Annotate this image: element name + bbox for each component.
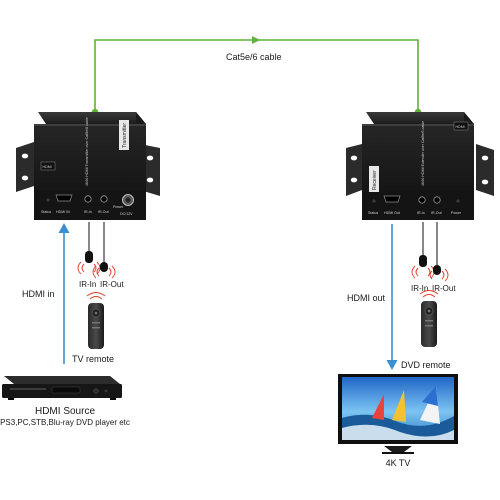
transmitter-status-led	[46, 198, 50, 202]
receiver-ir-in-jack	[418, 196, 426, 204]
hdmi-in-arrow	[58, 223, 70, 233]
tv-sail-2	[392, 390, 406, 422]
receiver-port-label-status: Status	[368, 211, 378, 215]
svg-text:Transmitter: Transmitter	[122, 123, 128, 148]
svg-text:HDMI: HDMI	[43, 165, 52, 169]
receiver-model-text: 4K60 HDMI Extender over Cat5e/6 cable	[421, 121, 425, 186]
transmitter-port-label-power: Power	[113, 205, 124, 209]
transmitter-ir-in-jack	[84, 195, 92, 203]
hdmi-source-player	[2, 376, 122, 400]
transmitter-ir-waves-out	[92, 265, 116, 279]
transmitter-ir-receiver-eye	[85, 251, 93, 263]
tv-remote: TV remote	[72, 292, 114, 364]
receiver-power-led	[456, 199, 460, 203]
receiver-port-label-ir-in: IR-In	[417, 211, 425, 215]
dvd-remote: DVD remote	[401, 290, 451, 370]
cat-cable: Cat5e/6 cable	[91, 36, 422, 116]
tv-remote-label: TV remote	[72, 354, 114, 364]
transmitter-top-face	[38, 112, 146, 124]
receiver-ir-waves-out	[429, 268, 449, 282]
transmitter-mount-ear-left	[16, 142, 34, 192]
tv-display	[338, 374, 458, 454]
source-title: HDMI Source	[35, 406, 95, 417]
transmitter-ir-emitter	[100, 262, 108, 272]
cat-cable-line	[94, 39, 419, 112]
receiver-hdmi-out-port	[383, 195, 401, 203]
receiver-side-tag: Receiver	[369, 166, 379, 192]
receiver-mount-ear-right	[476, 144, 494, 196]
transmitter-port-label-dc: DC/12V	[120, 212, 133, 216]
source-description: PS3,PC,STB,Blu-ray DVD player etc	[0, 418, 130, 427]
transmitter-port-label-hdmi: HDMI IN	[56, 210, 70, 214]
transmitter-port-label-status: Status	[41, 210, 51, 214]
receiver-ir-out-jack	[433, 196, 441, 204]
hdmi-in-signal: HDMI in	[22, 223, 70, 364]
svg-text:Receiver: Receiver	[372, 170, 378, 190]
tv-sail-1	[372, 394, 384, 420]
transmitter-port-label-ir-out: IR-Out	[98, 210, 109, 214]
transmitter-ir-out-label: IR-Out	[100, 280, 124, 289]
receiver-status-led	[372, 199, 376, 203]
transmitter-model-text: 4K60 HDMI Transmitter over Cat5e/6 cable	[85, 117, 89, 186]
transmitter-ir-out-jack	[100, 195, 108, 203]
hdmi-out-arrow	[386, 360, 398, 370]
tv-remote-waves	[86, 292, 106, 300]
cable-direction-arrow	[252, 36, 260, 44]
receiver-ir-cables: IR-In IR-Out	[411, 222, 456, 293]
receiver-ir-out-label: IR-Out	[432, 284, 456, 293]
cable-label: Cat5e/6 cable	[226, 52, 282, 62]
receiver-mount-ear-left	[346, 144, 362, 196]
dvd-remote-waves	[419, 290, 439, 298]
transmitter-ir-in-label: IR-In	[79, 280, 96, 289]
receiver-port-label-hdmi: HDMI Out	[384, 211, 400, 215]
receiver-ir-receiver-eye	[419, 255, 427, 267]
receiver-port-label-power: Power	[451, 211, 462, 215]
transmitter-ir-cables: IR-In IR-Out	[77, 222, 124, 289]
hdmi-out-signal: HDMI out	[347, 224, 398, 370]
dvd-remote-label: DVD remote	[401, 360, 451, 370]
transmitter-hdmi-in-port	[55, 194, 73, 202]
tv-label: 4K TV	[386, 458, 411, 468]
transmitter-side-tag: Transmitter	[119, 120, 129, 150]
svg-text:HDMI: HDMI	[456, 125, 465, 129]
transmitter-power-jack	[122, 194, 134, 206]
receiver-top-face	[366, 112, 474, 124]
receiver-port-panel	[362, 192, 474, 220]
receiver-port-label-ir-out: IR-Out	[431, 211, 442, 215]
transmitter-port-label-ir-in: IR-In	[84, 210, 92, 214]
transmitter-hdmi-badge: HDMI	[40, 161, 56, 171]
transmitter-unit: HDMI 4K60 HDMI Transmitter over Cat5e/6 …	[16, 112, 160, 220]
receiver-unit: HDMI 4K60 HDMI Extender over Cat5e/6 cab…	[346, 112, 494, 220]
hdmi-in-label: HDMI in	[22, 289, 55, 299]
hdmi-out-label: HDMI out	[347, 293, 386, 303]
receiver-ir-in-label: IR-In	[411, 284, 428, 293]
receiver-hdmi-badge: HDMI	[453, 121, 469, 131]
receiver-ir-emitter	[433, 265, 441, 275]
